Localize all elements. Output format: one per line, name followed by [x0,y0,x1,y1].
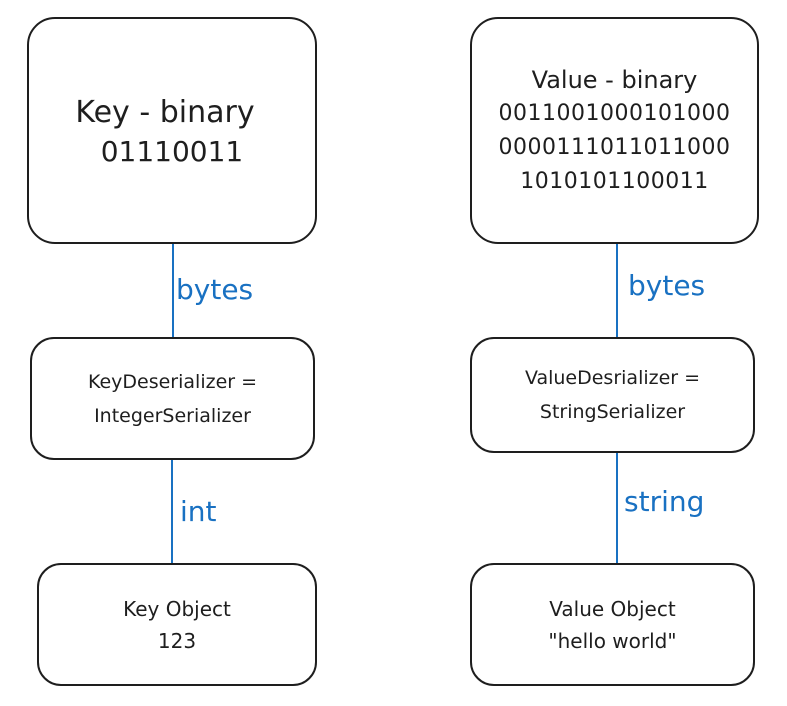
key-int-label: int [180,495,217,528]
key-bytes-label: bytes [176,273,254,306]
key-deserializer-node: KeyDeserializer = IntegerSerializer [30,337,315,460]
key-deserializer-line-1: KeyDeserializer = [87,370,258,393]
value-deserializer-line-1: ValueDesrializer = [524,367,701,389]
value-string-label: string [624,485,705,518]
value-object-title: Value Object [549,596,676,621]
value-deserializer-node: ValueDesrializer = StringSerializer [470,337,755,453]
value-binary-bits-line-3: 1010101100011 [520,168,709,194]
key-binary-title: Key - binary [75,94,255,130]
value-binary-bits-line-1: 0011001000101000 [498,100,731,126]
value-deserializer-line-2: StringSerializer [539,401,686,423]
value-binary-title: Value - binary [531,65,698,94]
key-binary-bits: 01110011 [100,134,244,168]
key-object-node: Key Object 123 [37,563,317,686]
value-object-node: Value Object "hello world" [470,563,755,686]
key-deserializer-line-2: IntegerSerializer [94,404,251,427]
value-object-value: "hello world" [548,628,677,653]
key-object-value: 123 [157,628,197,653]
value-binary-bits-line-2: 0000111011011000 [498,134,731,160]
key-binary-node: Key - binary 01110011 [27,17,317,244]
value-binary-node: Value - binary 0011001000101000 00001110… [470,17,759,244]
key-object-title: Key Object [123,596,231,621]
value-bytes-label: bytes [628,269,706,302]
